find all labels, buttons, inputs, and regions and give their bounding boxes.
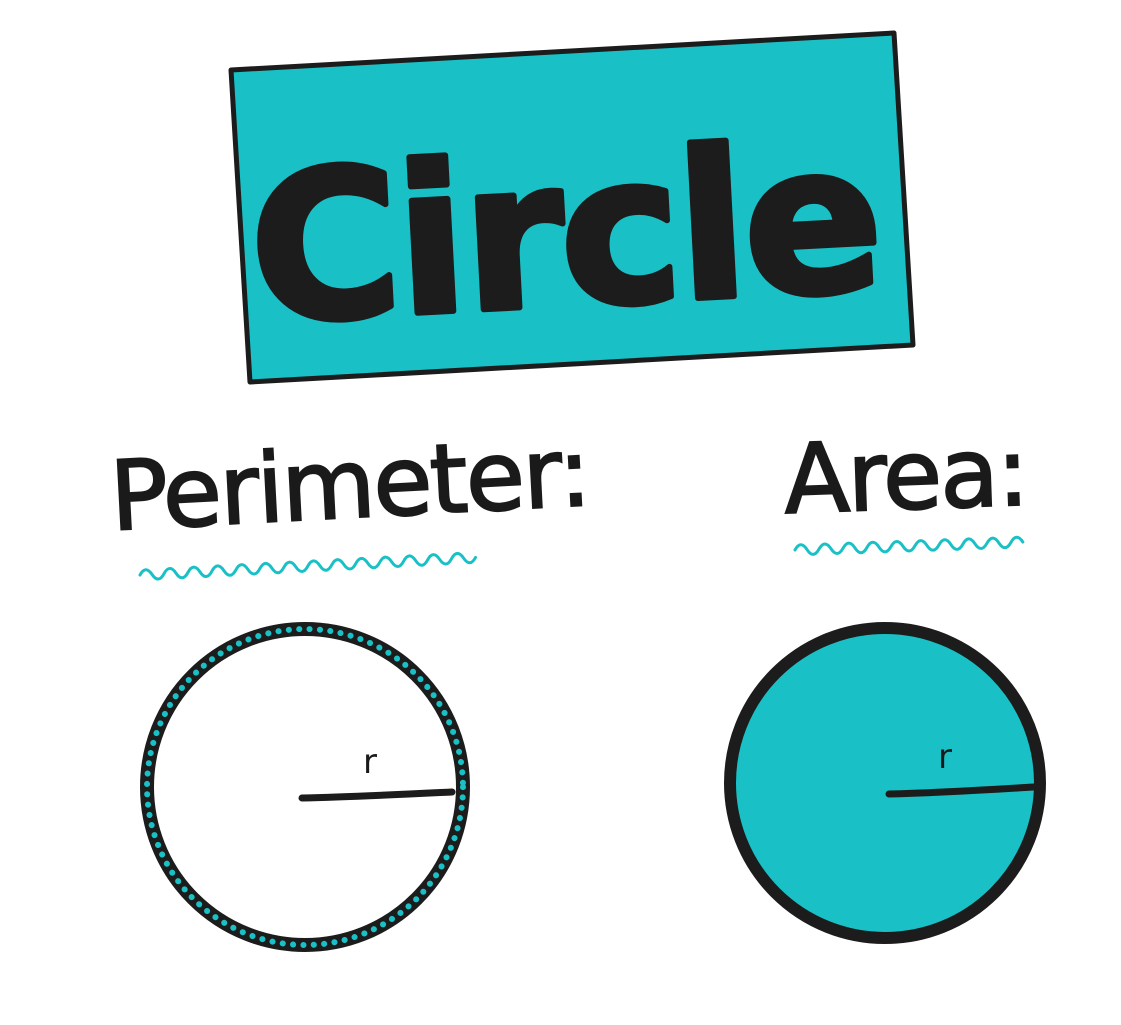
area-radius-label: r — [938, 737, 952, 777]
perimeter-squiggle-underline — [138, 551, 478, 581]
area-circle-figure: r — [724, 622, 1046, 944]
perimeter-section: Perimeter: r — [106, 415, 593, 952]
perimeter-dotted-border — [144, 626, 466, 948]
area-radius-line — [885, 783, 1038, 798]
area-filled-circle — [724, 622, 1046, 944]
area-heading: Area: — [782, 416, 1029, 536]
area-squiggle-underline — [793, 535, 1025, 556]
title: Circle — [244, 100, 884, 371]
perimeter-circle-figure: r — [140, 622, 470, 952]
perimeter-radius-line — [298, 788, 456, 802]
title-banner: Circle — [228, 30, 916, 385]
title-banner-box — [228, 30, 916, 385]
area-section: Area: r — [724, 415, 1046, 944]
perimeter-radius-label: r — [363, 742, 377, 782]
perimeter-heading: Perimeter: — [107, 416, 591, 553]
